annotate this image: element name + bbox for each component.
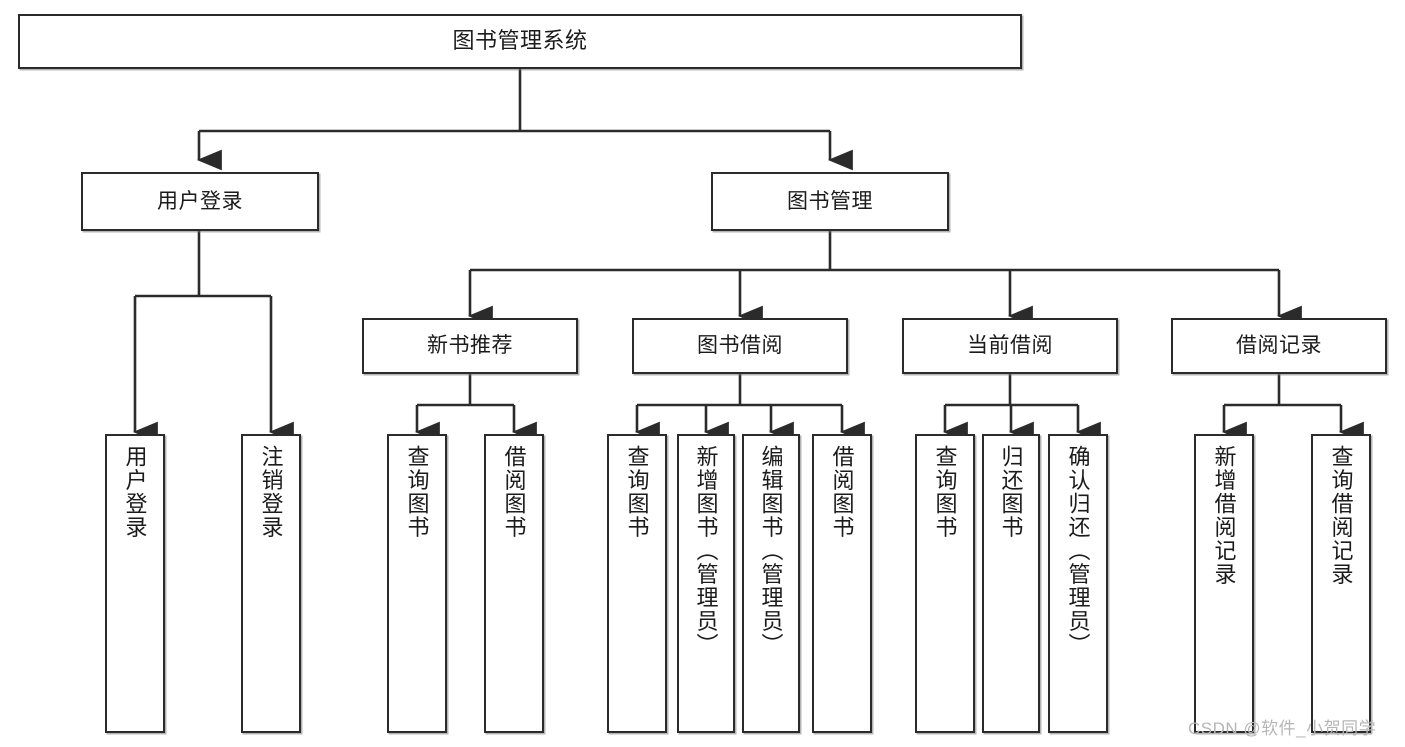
node-label: 查询借阅记录	[1328, 445, 1354, 586]
leaf-new-book-query-book[interactable]: 查询图书	[387, 434, 447, 733]
node-label: 图书借阅	[697, 334, 783, 358]
node-label: 新增图书（管理员）	[693, 445, 719, 657]
node-book-borrow[interactable]: 图书借阅	[632, 318, 848, 374]
node-label: 查询图书	[404, 445, 430, 539]
node-label: 编辑图书（管理员）	[758, 445, 784, 657]
leaf-book-borrow-add-book-admin[interactable]: 新增图书（管理员）	[677, 434, 735, 733]
node-user-login[interactable]: 用户登录	[81, 172, 319, 231]
node-label: 用户登录	[122, 445, 148, 539]
node-label: 图书管理系统	[452, 28, 588, 54]
node-label: 新书推荐	[427, 334, 513, 358]
csdn-watermark: CSDN @软件_小贺同学	[1188, 719, 1377, 738]
leaf-book-borrow-edit-book-admin[interactable]: 编辑图书（管理员）	[742, 434, 800, 733]
node-label: 借阅图书	[829, 445, 855, 539]
node-borrow-record[interactable]: 借阅记录	[1171, 318, 1387, 374]
leaf-book-borrow-query-book[interactable]: 查询图书	[607, 434, 667, 733]
node-label: 当前借阅	[967, 334, 1053, 358]
node-current-borrow[interactable]: 当前借阅	[902, 318, 1118, 374]
leaf-user-login-logout[interactable]: 注销登录	[241, 434, 301, 733]
node-label: 借阅记录	[1236, 334, 1322, 358]
leaf-current-borrow-return-book[interactable]: 归还图书	[982, 434, 1040, 733]
leaf-current-borrow-confirm-return-admin[interactable]: 确认归还（管理员）	[1048, 434, 1108, 733]
node-label: 图书管理	[787, 189, 873, 213]
node-label: 归还图书	[998, 445, 1024, 539]
leaf-user-login-login[interactable]: 用户登录	[105, 434, 165, 733]
node-label: 确认归还（管理员）	[1065, 445, 1091, 657]
leaf-new-book-borrow-book[interactable]: 借阅图书	[484, 434, 544, 733]
node-label: 用户登录	[157, 189, 243, 213]
node-label: 注销登录	[258, 445, 284, 539]
node-label: 借阅图书	[501, 445, 527, 539]
leaf-borrow-record-add-record[interactable]: 新增借阅记录	[1194, 434, 1254, 733]
node-root-book-management-system[interactable]: 图书管理系统	[18, 14, 1022, 69]
node-label: 查询图书	[932, 445, 958, 539]
node-label: 新增借阅记录	[1211, 445, 1237, 586]
leaf-current-borrow-query-book[interactable]: 查询图书	[915, 434, 975, 733]
leaf-book-borrow-borrow-book[interactable]: 借阅图书	[812, 434, 872, 733]
leaf-borrow-record-query-record[interactable]: 查询借阅记录	[1311, 434, 1371, 733]
node-new-book-recommend[interactable]: 新书推荐	[362, 318, 578, 374]
node-book-management[interactable]: 图书管理	[711, 172, 949, 231]
node-label: 查询图书	[624, 445, 650, 539]
